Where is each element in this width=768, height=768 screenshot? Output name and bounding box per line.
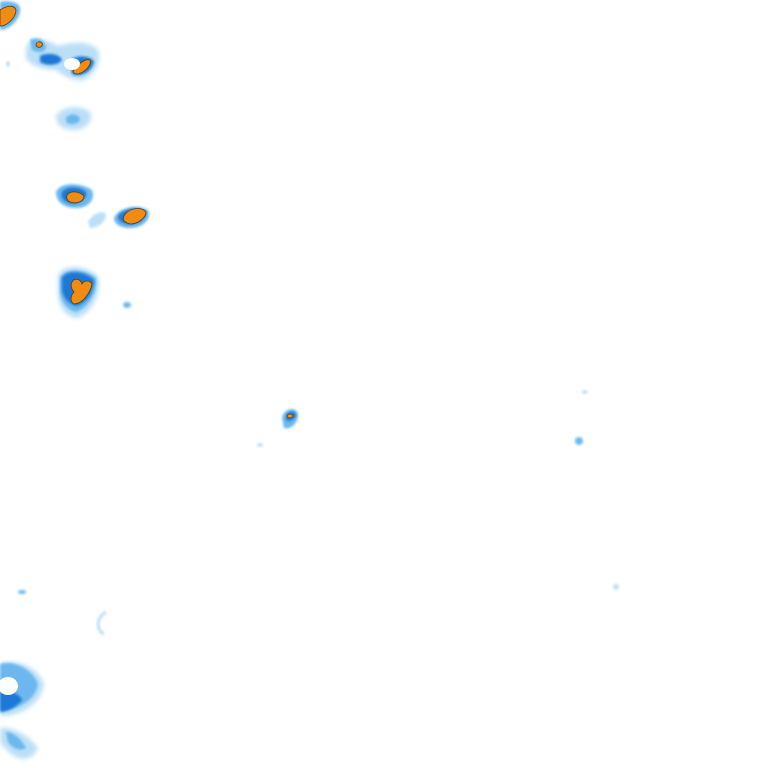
precip-cell-large-storm xyxy=(58,267,99,318)
precip-cell-right-storm xyxy=(114,207,150,228)
precip-cell-upper-cluster xyxy=(26,38,100,81)
precip-cell-left-storm xyxy=(56,184,94,208)
precip-cell-small-blip xyxy=(123,302,131,308)
precip-cell-top-left-corner xyxy=(0,1,21,30)
precip-cell-center xyxy=(282,409,298,429)
precip-cell-small-streak xyxy=(88,212,106,228)
precip-cell-bottom-left-cluster xyxy=(0,662,44,759)
precip-cell-light-patch xyxy=(56,107,92,130)
precip-cell-ring-fragment xyxy=(96,610,107,636)
precip-cell-scattered-blips xyxy=(6,61,619,594)
